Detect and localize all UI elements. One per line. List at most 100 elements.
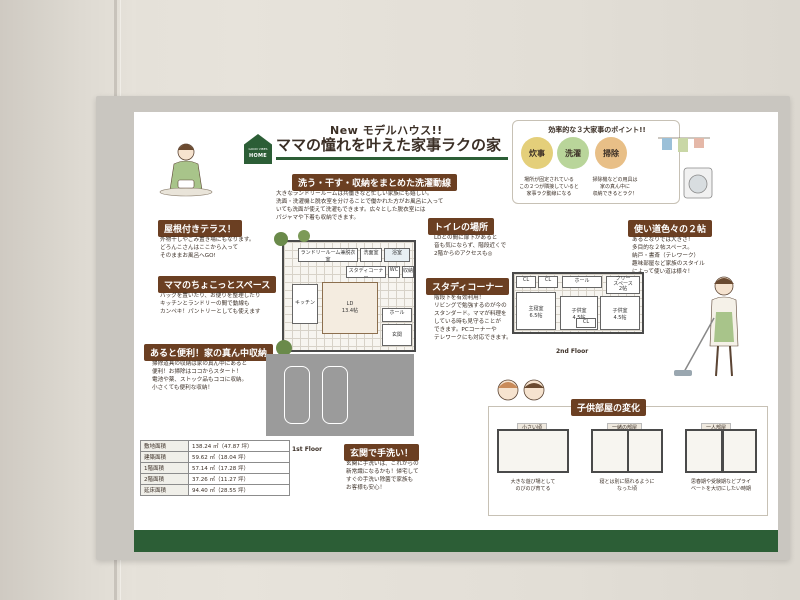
chore-cleaning: 掃除 (595, 137, 627, 169)
tree-icon (298, 230, 310, 242)
free-space-label: フリー スペース 2帖 (613, 276, 633, 292)
kitchen: キッチン (292, 284, 318, 324)
second-floor-plan: CL CL フリー スペース 2帖 ホール 主寝室 6.5帖 子供室 4.5帖 … (512, 272, 644, 334)
multipurpose-space-label: 使い道色々の２帖 (628, 220, 713, 237)
stage-small-plan (497, 429, 569, 473)
spec-value: 138.24 ㎡（47.87 坪） (188, 440, 290, 452)
laundry-clothesline-illustration-icon (658, 137, 713, 199)
closet-1: CL (516, 276, 536, 288)
parking-area (266, 354, 414, 436)
children-illustration-icon (497, 379, 545, 401)
kids-room-2: 子供室 4.5帖 (600, 296, 640, 330)
second-floor-label: 2nd Floor (556, 348, 589, 355)
closet-1-label: CL (522, 277, 530, 283)
stage-shared-plan (591, 429, 663, 473)
study-corner-section-label: スタディコーナー (426, 278, 510, 295)
mama-space-label: ママのちょこっとスペース (158, 276, 277, 293)
efficiency-caption-left: 場所が固定されている この２つが隣接していると 家事ラク動線になる (519, 177, 579, 197)
new-model-label: New モデルハウス!! (330, 124, 443, 137)
bathroom-label: 浴室 (391, 250, 402, 256)
closet-2: CL (538, 276, 558, 288)
closet-3-label: CL (582, 319, 590, 325)
master-bedroom-label: 主寝室 6.5帖 (528, 306, 544, 319)
closet-2-label: CL (544, 277, 552, 283)
kids-room-2-label: 子供室 4.5帖 (612, 308, 628, 321)
upper-hall-label: ホール (574, 278, 590, 284)
efficiency-title: 効率的な３大家事のポイント!! (548, 126, 646, 134)
laundry-room-label: ランドリールーム兼脱衣室 (300, 250, 356, 263)
entrance-handwash-text: 玄関に手洗いは、これからの 新常識になるかも！帰宅して すぐの手洗い除菌で家族も… (346, 461, 419, 491)
spec-value: 59.62 ㎡（18.04 坪） (188, 451, 290, 463)
first-floor-plan: ランドリールーム兼脱衣室 洗面室 浴室 キッチン LD 13.4帖 ホール 玄関… (282, 240, 416, 352)
spec-key: 延床面積 (140, 484, 189, 496)
efficiency-caption-right: 掃除機などの用具は 家の真ん中に 収納できるとラク！ (592, 177, 638, 197)
mom-cooking-illustration-icon (159, 143, 213, 197)
hall: ホール (382, 308, 412, 322)
kids-room-change-box: 子供部屋の変化 小さい頃 大きな遊び場として のびのび育てる 一緒の部屋 寝とは… (488, 399, 768, 516)
logo-text: HOME (248, 153, 268, 159)
storage-room-label: 収納 (403, 268, 414, 274)
spec-value: 94.40 ㎡（28.55 坪） (188, 484, 290, 496)
washroom-label: 洗面室 (363, 250, 379, 256)
living-dining: LD 13.4帖 (322, 282, 378, 334)
stage-private-plan (685, 429, 757, 473)
tree-icon (274, 232, 288, 246)
entrance-room-label: 玄関 (391, 332, 402, 338)
chore-laundry: 洗濯 (557, 137, 589, 169)
chore-cooking: 炊事 (521, 137, 553, 169)
stage-private-caption: 思春期や受験期などプライ ベートを大切にしたい時期 (690, 479, 751, 492)
first-floor-label: 1st Floor (292, 446, 323, 453)
toilet-location-text: LDとの間に扉下があると 音も気にならず、階段近くで 2階からのアクセスも◎ (434, 235, 507, 257)
entrance-room: 玄関 (382, 324, 412, 346)
poster-title: ママの憧れを叶えた家事ラクの家 (276, 134, 508, 160)
mama-space-text: バッグを置いたり、お便りを整理したり キッチンとランドリーの間で動線も カンペキ… (160, 293, 261, 315)
terrace-label: 屋根付きテラス！ (158, 220, 242, 237)
brand-logo: GOOD VIBES HOME (244, 134, 272, 164)
closet-3: CL (576, 318, 596, 328)
spec-key: 敷地面積 (140, 440, 189, 452)
multipurpose-space-text: あるとなりでは大きさ！ 多目的な２帖スペース。 納戸・書斎（テレワーク） 趣味部… (632, 237, 705, 275)
efficiency-points-box: 効率的な３大家事のポイント!! 炊事 洗濯 掃除 場所が固定されている この２つ… (512, 120, 680, 204)
car-icon (322, 366, 348, 424)
toilet-location-label: トイレの場所 (428, 218, 495, 235)
hall-label: ホール (389, 310, 405, 316)
stage-shared-caption: 寝とは別に隔れるように なった頃 (599, 479, 655, 492)
living-dining-label: LD 13.4帖 (341, 301, 359, 314)
washroom: 洗面室 (360, 248, 382, 262)
storage-room: 収納 (402, 266, 414, 278)
mom-vacuuming-illustration-icon (674, 276, 739, 377)
spec-value: 37.26 ㎡（11.27 坪） (188, 473, 290, 485)
study-corner-label: スタディコーナー (348, 268, 384, 281)
toilet-room-label: WC (389, 267, 399, 273)
laundry-flow-label: 洗う・干す・収納をまとめた洗濯動線 (292, 174, 458, 191)
wall-line (721, 431, 724, 471)
stage-small-caption: 大きな遊び場として のびのび育てる (510, 479, 556, 492)
poster: New モデルハウス!! GOOD VIBES HOME ママの憧れを叶えた家事… (134, 112, 778, 552)
central-storage-label: あると便利！家の真ん中収納 (144, 344, 274, 361)
spec-key: 1階面積 (140, 462, 189, 474)
upper-hall: ホール (562, 276, 602, 288)
central-storage-text: 掃除道具の収納は家の真ん中にあると 便利！お掃除はココからスタート！ 電池や薬、… (152, 361, 248, 391)
kids-room-change-label: 子供部屋の変化 (571, 399, 647, 416)
laundry-flow-text: 大きなランドリールームは共働きなど忙しい家族にも嬉しい。 洗面・洗濯機と脱衣室を… (276, 191, 444, 221)
partition-line (627, 431, 629, 471)
spec-key: 建築面積 (140, 451, 189, 463)
spec-value: 57.14 ㎡（17.28 坪） (188, 462, 290, 474)
bathroom: 浴室 (384, 248, 410, 262)
study-corner: スタディコーナー (346, 266, 386, 281)
master-bedroom: 主寝室 6.5帖 (516, 292, 556, 330)
toilet-room: WC (388, 266, 400, 278)
free-space: フリー スペース 2帖 (606, 276, 640, 294)
poster-bottom-band (134, 530, 778, 552)
study-corner-section-text: 階段下を有効利用！ リビングで勉強するのが今の スタンダード。ママが料理を して… (434, 295, 512, 341)
kitchen-label: キッチン (294, 300, 315, 306)
entrance-handwash-label: 玄関で手洗い！ (344, 444, 420, 461)
car-icon (284, 366, 310, 424)
logo-small-text: GOOD VIBES (248, 147, 268, 151)
laundry-room: ランドリールーム兼脱衣室 (298, 248, 358, 263)
